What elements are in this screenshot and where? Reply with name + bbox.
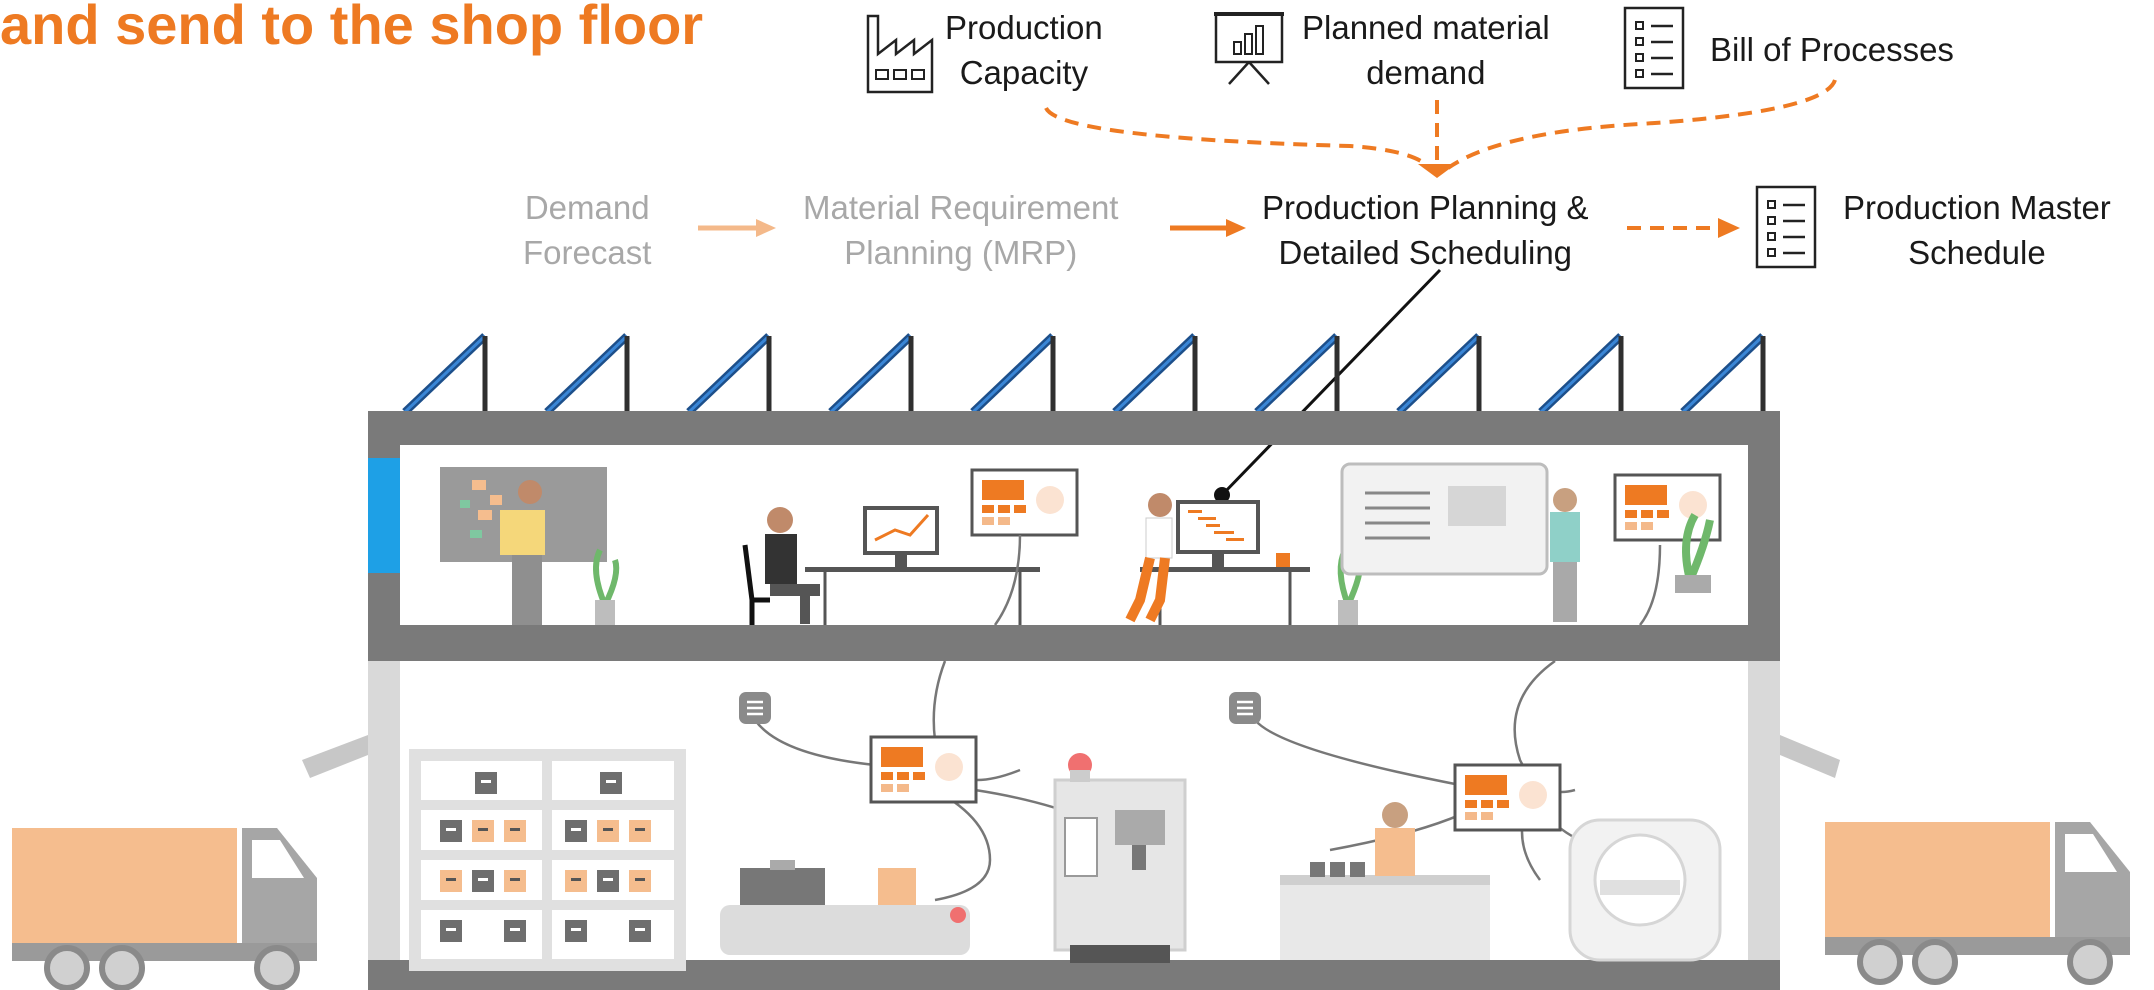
truck-right — [1825, 822, 2130, 982]
mrp-to-ppds-arrow — [1170, 219, 1246, 237]
network-wires — [753, 534, 1662, 902]
production-master-schedule-label: Production Master Schedule — [1843, 189, 2111, 271]
pointer-line — [1220, 268, 1442, 497]
production-capacity-label: Production Capacity — [945, 9, 1103, 91]
mrp-label: Material Requirement Planning (MRP) — [803, 189, 1119, 271]
input-connectors — [1044, 79, 1837, 230]
shop-floor — [409, 692, 1722, 971]
factory-building — [302, 411, 1840, 990]
solar-panels — [405, 336, 1763, 412]
merge-arrowhead — [1418, 164, 1456, 178]
factory-icon — [866, 14, 934, 94]
planned-material-demand-label: Planned material demand — [1302, 9, 1550, 91]
demand-forecast-label: Demand Forecast — [523, 189, 652, 271]
checklist-icon — [1755, 185, 1817, 269]
office-floor — [440, 462, 1722, 625]
presentation-chart-icon — [1214, 12, 1284, 85]
demand-to-mrp-arrow — [698, 219, 776, 237]
checklist-icon — [1623, 6, 1685, 90]
bill-of-processes-label: Bill of Processes — [1710, 31, 1954, 68]
pms-arrowhead — [1718, 218, 1740, 238]
ppds-label: Production Planning & Detailed Schedulin… — [1262, 189, 1589, 271]
page-title: and send to the shop floor — [0, 0, 704, 56]
blue-window — [368, 458, 400, 573]
pointer-dot — [1214, 487, 1230, 503]
truck-left — [12, 828, 317, 988]
